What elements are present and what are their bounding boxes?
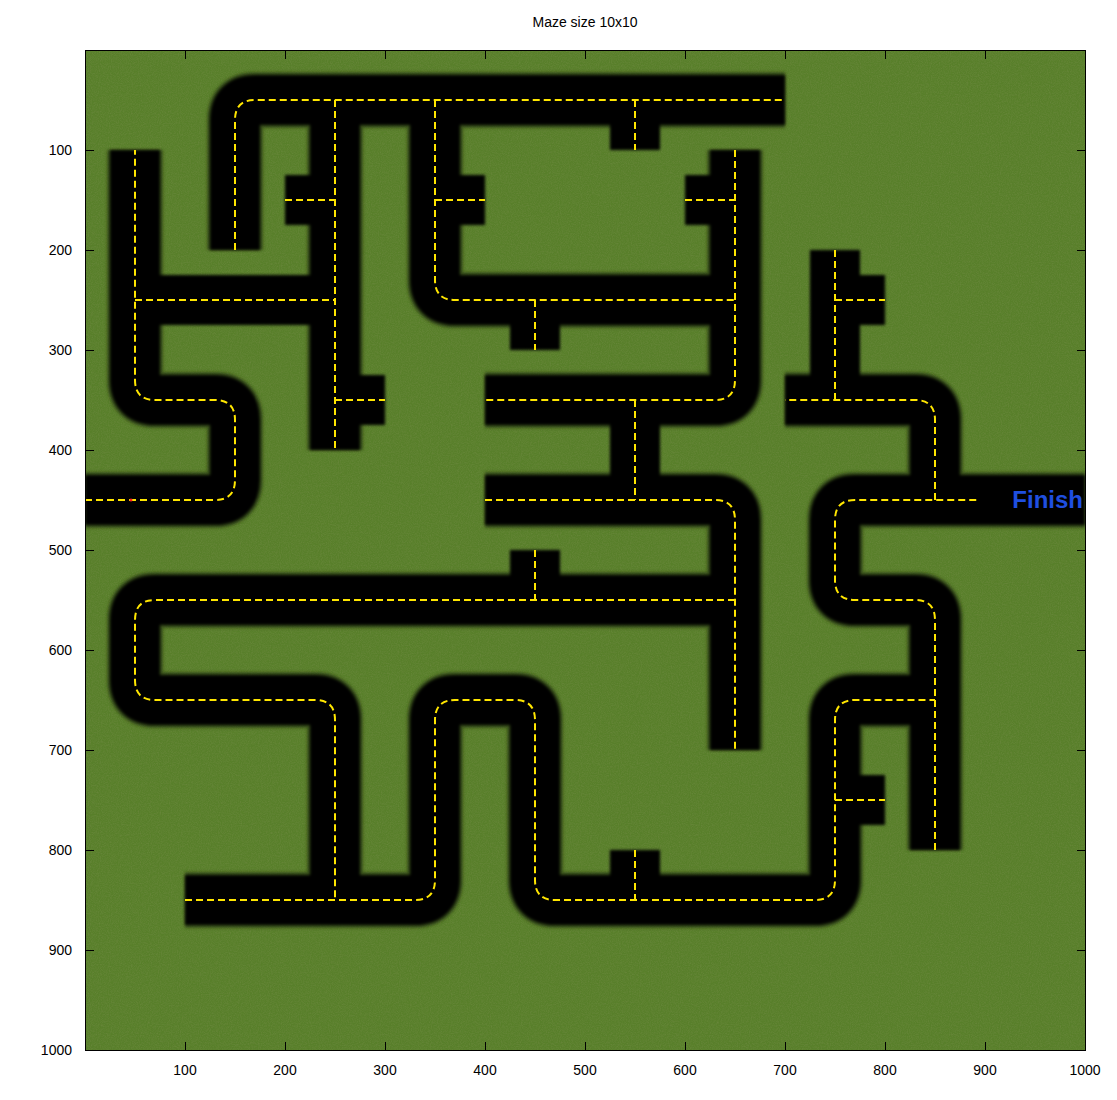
plot-title: Maze size 10x10 xyxy=(532,14,637,30)
y-tick-label: 600 xyxy=(49,642,72,658)
x-tick-label: 600 xyxy=(673,1062,696,1078)
x-tick-label: 800 xyxy=(873,1062,896,1078)
x-tick-label: 100 xyxy=(173,1062,196,1078)
road-shadow xyxy=(85,100,1085,900)
y-tick-label: 100 xyxy=(49,142,72,158)
grass-ground xyxy=(85,50,1085,1050)
lane-marking xyxy=(85,100,980,900)
x-tick-label: 200 xyxy=(273,1062,296,1078)
x-tick-label: 700 xyxy=(773,1062,796,1078)
x-tick-label: 900 xyxy=(973,1062,996,1078)
y-tick-label: 500 xyxy=(49,542,72,558)
x-tick-label: 500 xyxy=(573,1062,596,1078)
finish-label: Finish xyxy=(1012,486,1083,514)
y-tick-label: 400 xyxy=(49,442,72,458)
y-tick-label: 200 xyxy=(49,242,72,258)
grass-texture xyxy=(85,50,1085,1050)
road xyxy=(85,100,1085,900)
y-tick-label: 300 xyxy=(49,342,72,358)
x-tick-label: 400 xyxy=(473,1062,496,1078)
axes xyxy=(86,51,1086,1051)
x-tick-label: 300 xyxy=(373,1062,396,1078)
plot-area xyxy=(85,50,1085,1050)
car-marker xyxy=(130,499,133,502)
y-tick-label: 800 xyxy=(49,842,72,858)
x-tick-label: 1000 xyxy=(1069,1062,1100,1078)
y-tick-label: 700 xyxy=(49,742,72,758)
y-tick-label: 900 xyxy=(49,942,72,958)
y-tick-label: 1000 xyxy=(41,1042,72,1058)
